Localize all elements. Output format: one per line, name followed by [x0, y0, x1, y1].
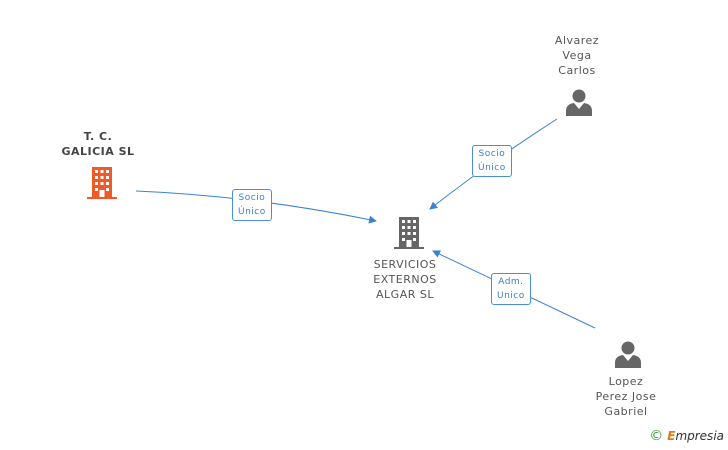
edge-label-socio-unico: Socio Único — [472, 145, 512, 177]
empresia-logo: ©Empresia — [649, 428, 724, 444]
person-icon[interactable] — [564, 87, 594, 117]
node-label-lopez-perez-jose-gabriel[interactable]: Lopez Perez Jose Gabriel — [595, 375, 657, 418]
person-icon[interactable] — [613, 339, 643, 369]
node-label-alvarez-vega-carlos[interactable]: Alvarez Vega Carlos — [554, 34, 600, 77]
edge-label-socio-unico: Socio Único — [232, 189, 272, 221]
building-icon[interactable] — [392, 216, 426, 250]
building-icon[interactable] — [85, 166, 119, 200]
edge-label-adm-unico: Adm. Unico — [491, 273, 531, 305]
node-label-servicios-externos-algar[interactable]: SERVICIOS EXTERNOS ALGAR SL — [373, 258, 437, 301]
node-label-tc-galicia[interactable]: T. C. GALICIA SL — [61, 130, 135, 158]
